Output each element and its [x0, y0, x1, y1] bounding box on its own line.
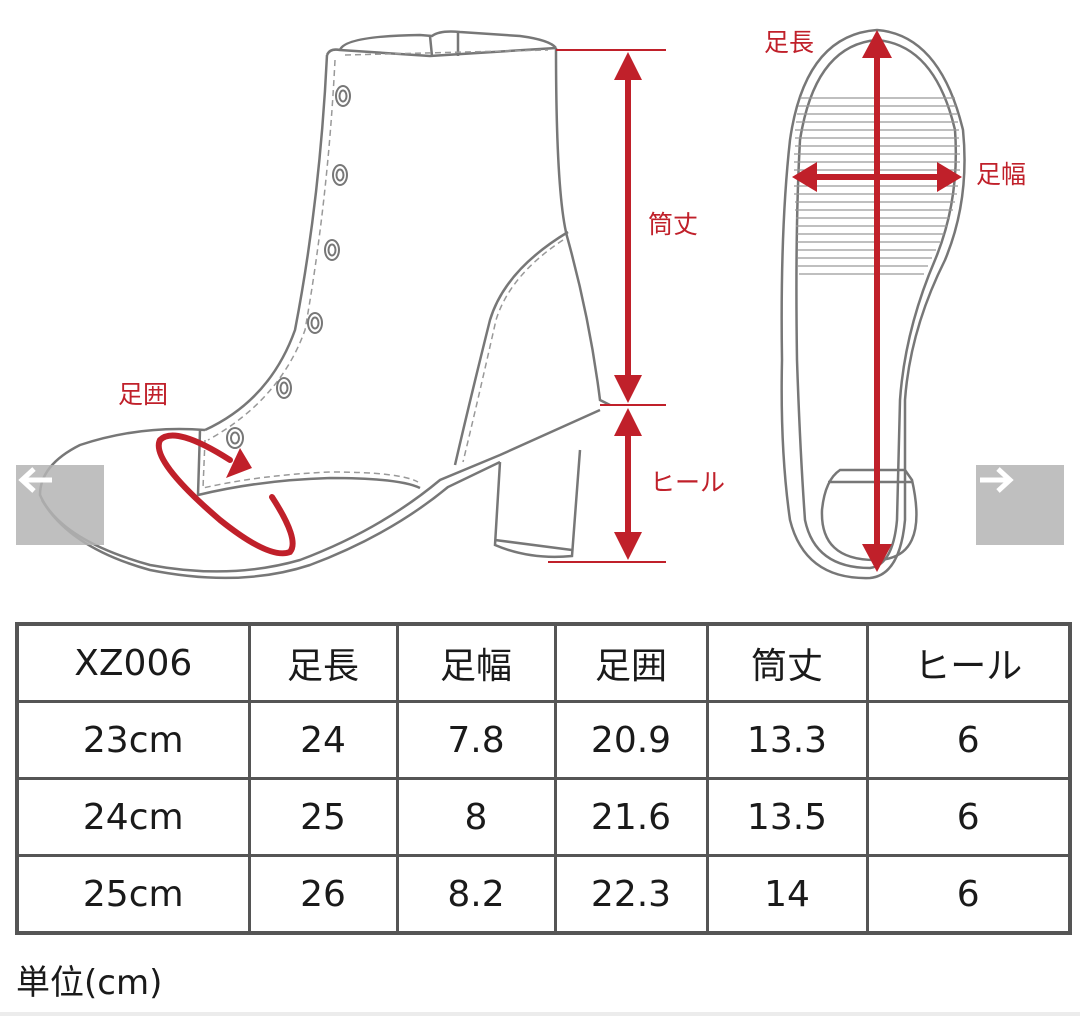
cell-foot-circumference: 21.6	[553, 777, 709, 857]
cell-foot-width: 8	[395, 777, 557, 857]
header-foot-circumference: 足囲	[553, 622, 709, 703]
cell-foot-circumference: 22.3	[553, 854, 709, 935]
cell-foot-width: 7.8	[395, 700, 557, 780]
prev-image-button[interactable]	[16, 465, 104, 545]
cell-heel: 6	[865, 700, 1072, 780]
next-image-button[interactable]	[976, 465, 1064, 545]
header-heel: ヒール	[865, 622, 1072, 703]
cell-foot-width: 8.2	[395, 854, 557, 935]
table-header-row: XZ006 足長 足幅 足囲 筒丈 ヒール	[15, 622, 1072, 703]
header-foot-length: 足長	[247, 622, 399, 703]
arrow-right-icon	[980, 467, 1014, 493]
cell-heel: 6	[865, 777, 1072, 857]
arrow-left-icon	[18, 467, 52, 493]
cell-foot-circumference: 20.9	[553, 700, 709, 780]
foot-length-label: 足長	[764, 28, 815, 57]
cell-shaft-height: 14	[705, 854, 869, 935]
table-row: 25cm 26 8.2 22.3 14 6	[15, 854, 1072, 935]
foot-circumference-label: 足囲	[118, 380, 169, 409]
header-foot-width: 足幅	[395, 622, 557, 703]
header-model: XZ006	[15, 622, 251, 703]
boot-measurement-diagram: 足長 足幅 筒丈 足囲 ヒール	[16, 28, 1064, 580]
shaft-height-label: 筒丈	[648, 210, 699, 239]
cell-size: 23cm	[15, 700, 251, 780]
cell-foot-length: 25	[247, 777, 399, 857]
size-chart-table: XZ006 足長 足幅 足囲 筒丈 ヒール 23cm 24 7.8 20.9 1…	[15, 622, 1072, 935]
table-row: 23cm 24 7.8 20.9 13.3 6	[15, 700, 1072, 780]
unit-note: 単位(cm)	[16, 963, 163, 1003]
cell-size: 25cm	[15, 854, 251, 935]
cell-foot-length: 26	[247, 854, 399, 935]
heel-label: ヒール	[650, 468, 726, 497]
cell-shaft-height: 13.5	[705, 777, 869, 857]
foot-width-label: 足幅	[976, 160, 1027, 189]
cell-foot-length: 24	[247, 700, 399, 780]
boot-illustration	[38, 28, 966, 580]
table-row: 24cm 25 8 21.6 13.5 6	[15, 777, 1072, 857]
divider	[0, 1012, 1080, 1016]
cell-heel: 6	[865, 854, 1072, 935]
header-shaft-height: 筒丈	[705, 622, 869, 703]
cell-shaft-height: 13.3	[705, 700, 869, 780]
cell-size: 24cm	[15, 777, 251, 857]
